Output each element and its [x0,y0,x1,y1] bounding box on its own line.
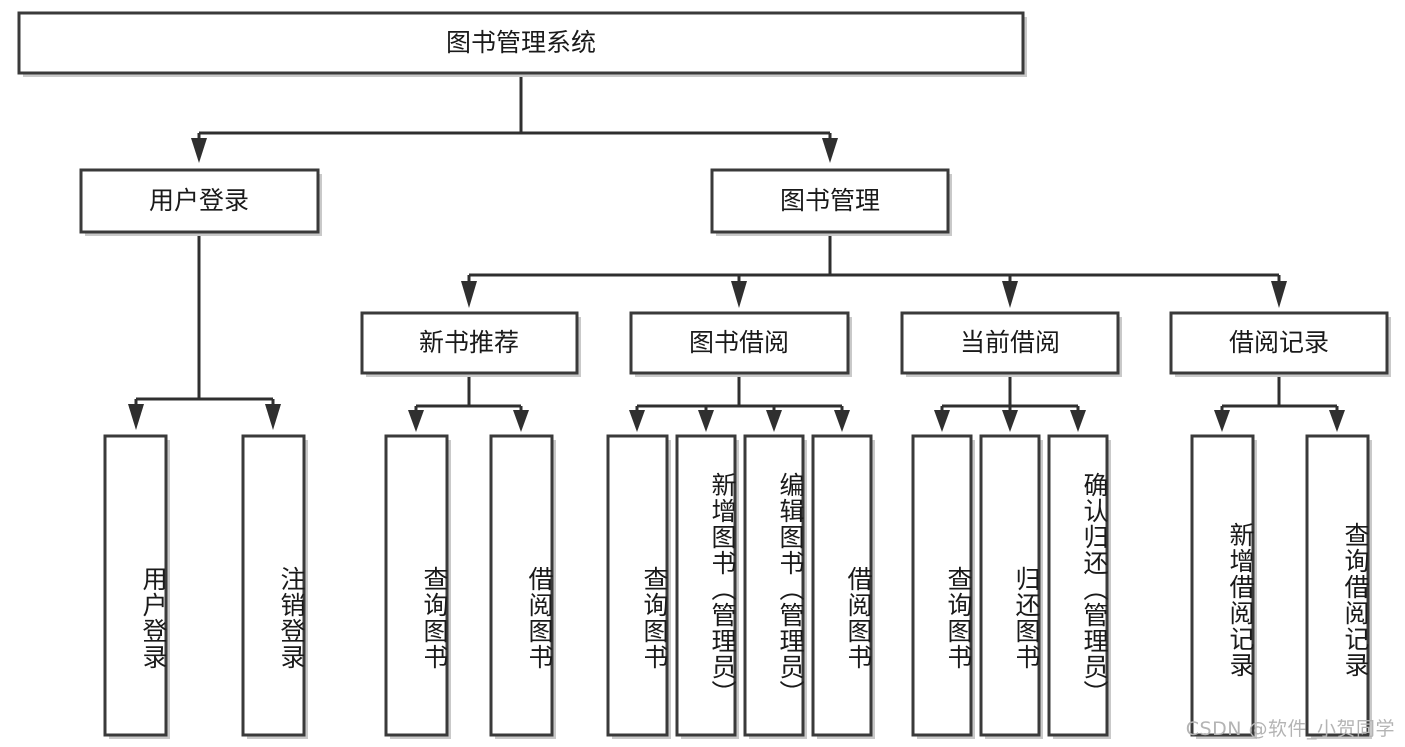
arrow-leaf-bb-borrow [834,410,850,432]
csdn-watermark: CSDN @软件_小贺同学 [1185,718,1395,740]
arrow-to-current-borrow [1002,281,1018,308]
arrow-leaf-bb-add [698,410,714,432]
leaf-br-query-box[interactable] [1305,434,1370,737]
node-current-borrow-label: 当前借阅 [960,328,1060,357]
arrow-leaf-cb-query [934,410,950,432]
leaf-bb-borrow-box[interactable] [811,434,873,737]
leaf-bb-add-box[interactable] [675,434,737,737]
arrow-to-book-manage [822,138,838,163]
leaf-nb-query-book[interactable] [384,434,451,739]
leaf-logout[interactable] [241,434,308,739]
leaf-nb-borrow-box[interactable] [489,434,554,737]
leaf-bb-borrow-book[interactable] [811,434,875,739]
node-new-book-recommend[interactable]: 新书推荐 [360,311,581,377]
leaf-br-query-record[interactable] [1305,434,1372,739]
node-current-borrow-box[interactable] [900,311,1120,375]
node-book-borrow[interactable]: 图书借阅 [629,311,852,377]
leaf-bb-query-box[interactable] [606,434,669,737]
node-root-box[interactable] [17,11,1025,75]
node-book-manage-box[interactable] [710,168,950,234]
arrow-to-borrow-record [1271,281,1287,308]
leaf-br-add-record[interactable] [1190,434,1257,739]
edge-group-book-borrow-children [629,375,850,432]
edge-group-current-borrow-children [934,375,1086,432]
leaf-br-add-box[interactable] [1190,434,1255,737]
edge-group-borrow-record-children [1214,375,1345,432]
leaf-bb-edit-box[interactable] [743,434,805,737]
node-root-label: 图书管理系统 [446,28,596,57]
leaf-cb-return-book[interactable] [979,434,1043,739]
edge-group-new-book-children [408,375,529,432]
node-user-login-label: 用户登录 [149,186,249,215]
leaf-bb-add-book[interactable] [675,434,739,739]
node-current-borrow[interactable]: 当前借阅 [900,311,1122,377]
arrow-leaf-cb-confirm [1070,410,1086,432]
node-user-login[interactable]: 用户登录 [79,168,322,236]
leaf-cb-confirm-box[interactable] [1047,434,1109,737]
arrow-leaf-cb-return [1002,410,1018,432]
node-root[interactable]: 图书管理系统 [17,11,1027,77]
leaf-bb-query-book[interactable] [606,434,671,739]
leaf-nb-borrow-book[interactable] [489,434,556,739]
arrow-to-user-login [191,138,207,163]
arrow-leaf-nb-borrow [513,410,529,432]
leaf-cb-confirm-return[interactable] [1047,434,1111,739]
leaf-cb-query-book[interactable] [911,434,975,739]
edge-group-book-manage-children [461,233,1287,308]
arrow-leaf-nb-query [408,410,424,432]
node-book-manage-label: 图书管理 [780,186,880,215]
node-borrow-record[interactable]: 借阅记录 [1169,311,1391,377]
arrow-leaf-logout [265,404,281,430]
node-user-login-box[interactable] [79,168,320,234]
arrow-leaf-bb-query [629,410,645,432]
leaf-user-login-box[interactable] [103,434,168,737]
arrow-leaf-user-login [128,404,144,430]
node-book-borrow-label: 图书借阅 [689,328,789,357]
node-book-manage[interactable]: 图书管理 [710,168,952,236]
leaf-cb-return-box[interactable] [979,434,1041,737]
leaf-nb-query-box[interactable] [384,434,449,737]
edge-group-user-login-children [128,233,281,430]
node-new-book-label: 新书推荐 [419,328,519,357]
leaf-logout-box[interactable] [241,434,306,737]
node-borrow-record-box[interactable] [1169,311,1389,375]
arrow-to-book-borrow [731,281,747,308]
leaf-user-login[interactable] [103,434,170,739]
arrow-leaf-br-add [1214,410,1230,432]
node-borrow-record-label: 借阅记录 [1229,328,1329,357]
leaf-cb-query-box[interactable] [911,434,973,737]
edge-group-root-to-level2 [191,74,838,163]
arrow-leaf-br-query [1329,410,1345,432]
arrow-to-new-book [461,281,477,308]
node-new-book-box[interactable] [360,311,579,375]
leaf-bb-edit-book[interactable] [743,434,807,739]
arrow-leaf-bb-edit [766,410,782,432]
node-book-borrow-box[interactable] [629,311,850,375]
